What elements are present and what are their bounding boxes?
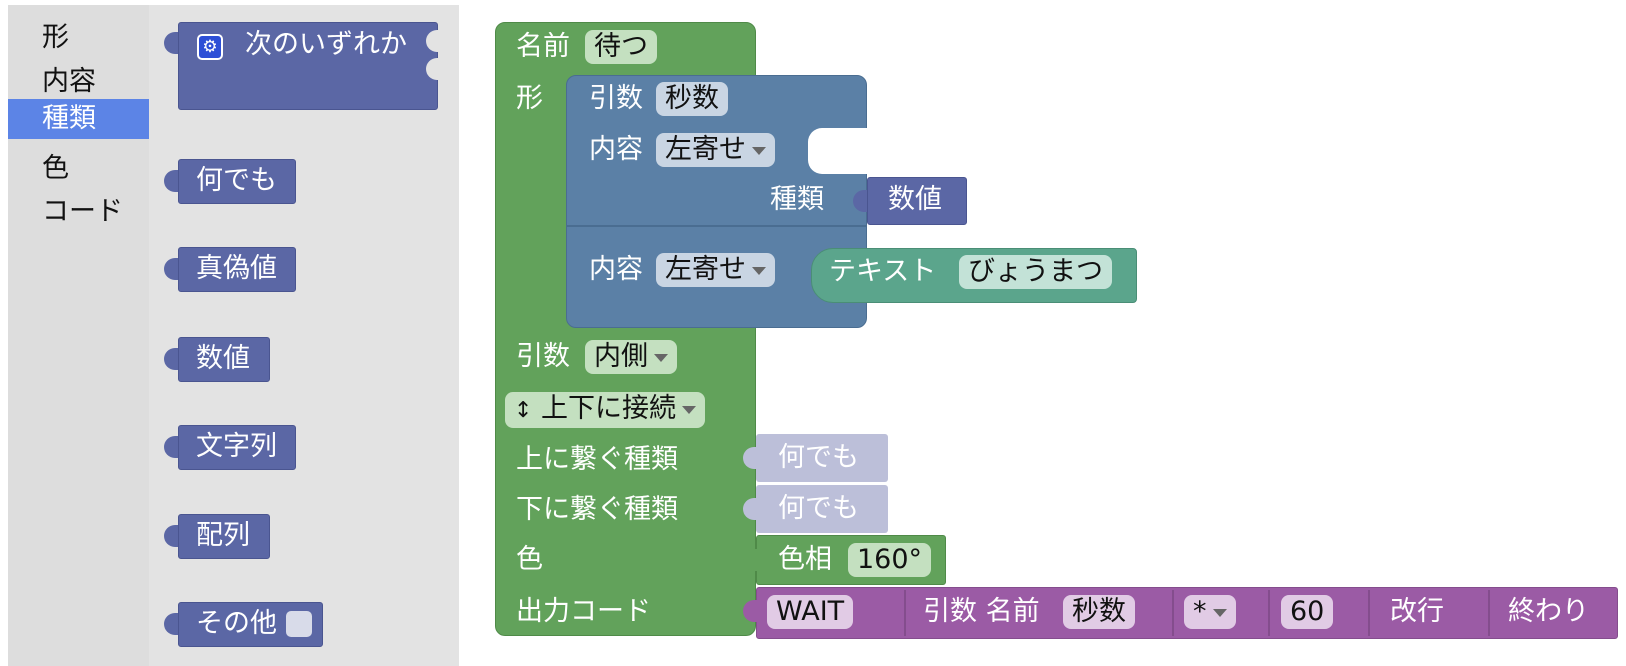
any-of-label: 次のいずれか	[245, 29, 407, 60]
inputs-label: 引数	[516, 341, 570, 372]
value-input-socket	[808, 128, 868, 174]
code-separator	[1268, 590, 1270, 636]
category-type[interactable]: 種類	[8, 99, 149, 139]
align-dropdown[interactable]: 左寄せ	[656, 133, 775, 167]
bottom-type-label: 下に繋ぐ種類	[516, 494, 678, 525]
category-sidebar: 形 内容 種類 色 コード	[8, 5, 149, 666]
category-code[interactable]: コード	[42, 196, 123, 227]
type-string-label: 文字列	[196, 431, 277, 462]
connection-icon: ↕	[514, 398, 533, 423]
code-op-dropdown[interactable]: *	[1184, 595, 1236, 629]
type-boolean-block[interactable]	[178, 247, 296, 292]
top-type-block[interactable]	[756, 434, 888, 482]
type-number-label: 数値	[196, 343, 250, 374]
type-label: 種類	[770, 184, 824, 215]
output-tab	[743, 549, 757, 571]
inputs-value: 内側	[594, 341, 648, 372]
code-separator	[1488, 590, 1490, 636]
type-other-label: その他	[196, 608, 277, 639]
output-tab	[164, 170, 178, 192]
output-tab	[164, 258, 178, 280]
dropdown-arrow-icon	[654, 353, 668, 362]
hue-label: 色相	[778, 544, 832, 575]
output-tab	[164, 436, 178, 458]
output-tab	[164, 348, 178, 370]
type-string-block[interactable]	[178, 425, 296, 470]
type-number-attached-label: 数値	[888, 184, 942, 215]
category-color[interactable]: 色	[42, 153, 69, 184]
text-block-label: テキスト	[829, 256, 937, 287]
code-newline-label: 改行	[1390, 596, 1444, 627]
align2-value: 左寄せ	[665, 254, 746, 285]
output-tab	[853, 190, 867, 212]
type-array-block[interactable]	[178, 514, 270, 559]
inputs-dropdown[interactable]: 内側	[585, 340, 677, 374]
type-number-block[interactable]	[178, 337, 270, 382]
arg-label: 引数	[589, 83, 643, 114]
dropdown-arrow-icon	[682, 405, 697, 414]
code-num-field[interactable]: 60	[1281, 595, 1334, 629]
dropdown-arrow-icon	[1212, 608, 1227, 617]
bottom-type-value: 何でも	[778, 493, 859, 524]
output-tab	[164, 32, 178, 54]
dropdown-arrow-icon	[752, 146, 766, 155]
code-end-label: 終わり	[1508, 596, 1589, 627]
output-tab	[743, 447, 757, 469]
type-array-label: 配列	[196, 520, 250, 551]
input-notch	[426, 30, 440, 52]
output-tab	[743, 498, 757, 520]
top-type-value: 何でも	[778, 442, 859, 473]
align-value: 左寄せ	[665, 134, 746, 165]
output-tab	[743, 600, 757, 622]
connection-dropdown[interactable]: ↕ 上下に接続	[505, 392, 706, 428]
type-any-block[interactable]	[178, 159, 296, 204]
dropdown-arrow-icon	[752, 266, 766, 275]
arg-name-field[interactable]: 秒数	[656, 82, 728, 116]
align2-dropdown[interactable]: 左寄せ	[656, 253, 775, 287]
top-type-label: 上に繋ぐ種類	[516, 444, 678, 475]
type-number-attached-block[interactable]	[867, 177, 967, 225]
code-arg-label: 引数 名前	[923, 596, 1040, 627]
gear-icon[interactable]: ⚙	[197, 34, 223, 60]
name-label: 名前	[516, 31, 570, 62]
code-arg-value[interactable]: 秒数	[1063, 595, 1135, 629]
color-label: 色	[516, 544, 543, 575]
category-shape[interactable]: 形	[42, 22, 69, 53]
other-type-input[interactable]	[286, 611, 312, 637]
text-value-field[interactable]: びょうまつ	[959, 255, 1112, 289]
code-label: 出力コード	[516, 596, 651, 627]
output-tab	[164, 613, 178, 635]
bottom-type-block[interactable]	[756, 485, 888, 533]
shape-label: 形	[516, 83, 543, 114]
output-tab	[164, 525, 178, 547]
type-boolean-label: 真偽値	[196, 253, 277, 284]
code-op-value: *	[1193, 596, 1207, 627]
code-separator	[1172, 590, 1174, 636]
content2-label: 内容	[589, 254, 643, 285]
statement-divider	[566, 225, 867, 227]
connection-value: 上下に接続	[541, 393, 677, 424]
content-label: 内容	[589, 134, 643, 165]
hue-value-field[interactable]: 160°	[848, 543, 932, 577]
type-any-label: 何でも	[196, 165, 277, 196]
code-wait-field[interactable]: WAIT	[767, 595, 854, 629]
block-name-field[interactable]: 待つ	[585, 30, 657, 64]
input-notch	[426, 58, 440, 80]
category-content[interactable]: 内容	[42, 66, 96, 97]
code-separator	[1368, 590, 1370, 636]
code-separator	[904, 590, 906, 636]
